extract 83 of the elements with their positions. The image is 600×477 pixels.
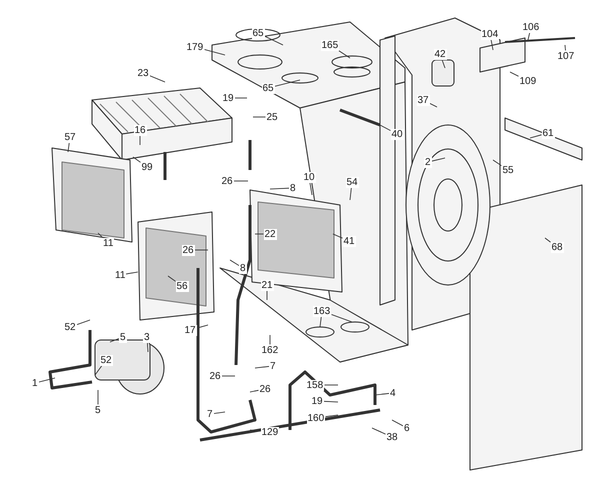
leader-line [544,238,551,243]
callout-number: 6 [403,422,411,434]
callout-number: 17 [184,324,197,336]
callout-number: 25 [266,112,279,122]
callout-number: 99 [140,162,154,172]
callout-number: 129 [260,426,280,438]
leader-line [324,384,338,386]
callout-number: 7 [269,360,277,372]
leader-line [110,338,120,342]
callout-number: 61 [542,128,555,138]
leader-line [76,320,90,326]
callout-number: 26 [208,370,222,382]
leader-line [429,102,438,108]
callout-number: 11 [102,238,114,248]
callout-number: 65 [252,28,265,38]
leader-line [530,134,542,138]
callout-number: 2 [424,156,432,168]
leader-line [94,365,102,376]
leader-line [323,400,338,402]
callout-number: 4 [389,388,397,398]
leader-line [380,124,391,131]
leader-line [564,44,566,51]
callout-number: 55 [502,164,515,176]
callout-number: 23 [136,68,150,78]
callout-number: 8 [289,182,297,194]
leader-line [528,32,530,40]
leader-line [338,50,350,58]
leader-line [230,260,240,266]
leader-line [350,187,352,200]
leader-line [204,49,226,56]
leader-line [233,180,248,182]
callout-number: 8 [239,262,247,274]
callout-number: 10 [302,172,316,182]
callout-number: 106 [522,22,540,32]
leader-line [254,366,270,368]
callout-number: 1 [31,378,39,388]
leader-line [266,290,268,300]
leader-line [325,414,338,418]
callout-number: 104 [480,28,500,40]
callout-number: 179 [186,42,204,52]
leader-line [149,75,166,82]
leader-line [374,393,390,396]
callout-number: 5 [94,404,102,416]
callout-number: 158 [306,380,324,390]
leader-line [168,276,176,282]
leader-line [126,272,138,274]
leader-line [442,59,446,68]
leader-line [274,80,300,87]
leader-line [372,428,386,434]
callout-number: 160 [306,412,326,424]
leader-line [264,36,284,46]
callout-number: 11 [114,270,126,280]
callout-number: 26 [220,176,234,186]
callout-number: 19 [310,396,324,406]
callout-number: 162 [260,344,280,356]
leader-line [320,316,322,328]
callout-number: 38 [386,432,399,442]
leader-line [252,116,266,118]
leader-line [146,342,148,352]
leader-line [132,156,141,163]
leader-line [432,158,446,162]
callout-number: 19 [222,92,235,104]
callout-number: 109 [518,76,538,86]
callout-number: 5 [119,332,127,342]
leader-line [270,188,290,190]
leader-line [98,232,103,238]
callout-number: 52 [64,322,77,332]
leader-line [250,390,259,392]
leader-line [392,420,404,426]
callout-number: 57 [64,132,77,142]
callout-number: 107 [556,50,576,62]
leader-line [492,160,502,166]
leader-line [310,182,312,196]
leader-line [490,39,494,50]
leader-line [38,378,56,382]
callout-number: 3 [143,332,151,342]
leader-line [68,142,70,152]
callout-number: 7 [206,408,214,420]
callout-number: 26 [258,384,272,394]
leader-line [332,234,343,239]
leader-line [331,314,352,322]
leader-line [510,72,519,77]
leader-line [214,412,226,414]
